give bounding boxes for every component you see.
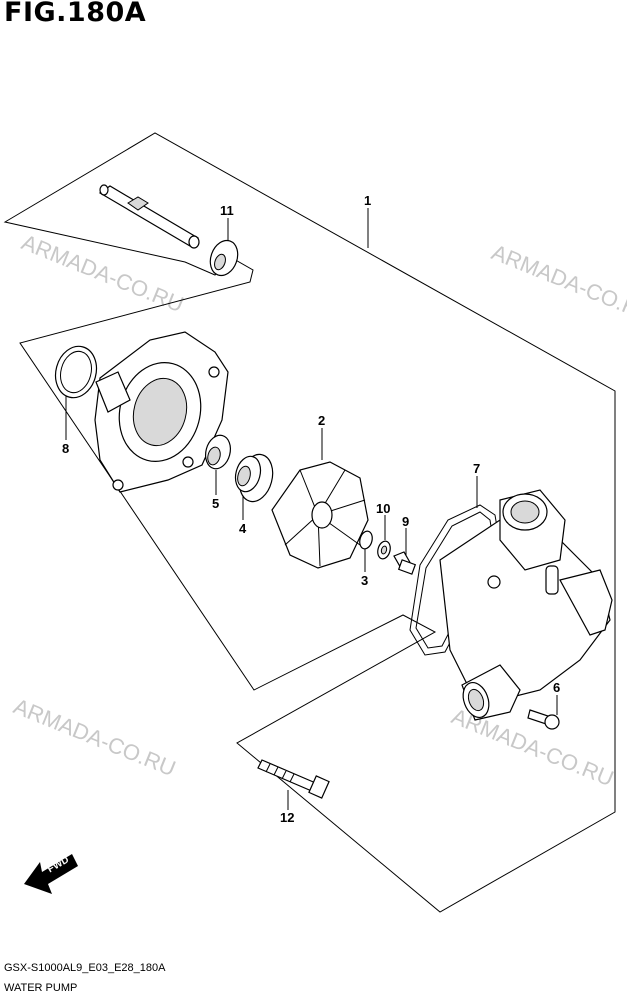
washer-3 [359, 530, 373, 550]
o-ring [54, 345, 98, 399]
figure-caption: WATER PUMP [4, 982, 78, 994]
watermark: ARMADA-CO.RU [18, 229, 187, 317]
bearing [205, 434, 231, 470]
callout-9: 9 [402, 514, 409, 529]
callout-4: 4 [239, 521, 247, 536]
impeller [271, 461, 369, 569]
callout-1: 1 [364, 193, 371, 208]
callout-3: 3 [361, 573, 368, 588]
callout-2: 2 [318, 413, 325, 428]
model-code: GSX-S1000AL9_E03_E28_180A [4, 962, 166, 974]
bolt-6 [527, 709, 560, 730]
callout-7: 7 [473, 461, 480, 476]
mechanical-seal [234, 453, 274, 503]
watermark: ARMADA-CO.RU [488, 239, 627, 327]
callout-12: 12 [280, 810, 294, 825]
leader-lines [65, 208, 558, 810]
bolt-9 [393, 551, 417, 575]
shaft [98, 184, 200, 249]
callout-8: 8 [62, 441, 69, 456]
pump-cover [94, 331, 229, 493]
figure-title: FIG.180A [4, 0, 147, 28]
washer-11 [209, 239, 239, 277]
seal-washer-10 [377, 540, 391, 560]
fwd-arrow-icon: FWD [24, 854, 78, 894]
callout-5: 5 [212, 496, 219, 511]
bolt-12 [257, 759, 330, 799]
watermark: ARMADA-CO.RU [10, 693, 179, 781]
callout-10: 10 [376, 501, 390, 516]
callout-11: 11 [220, 203, 234, 218]
callout-6: 6 [553, 680, 560, 695]
pump-body [439, 489, 613, 721]
